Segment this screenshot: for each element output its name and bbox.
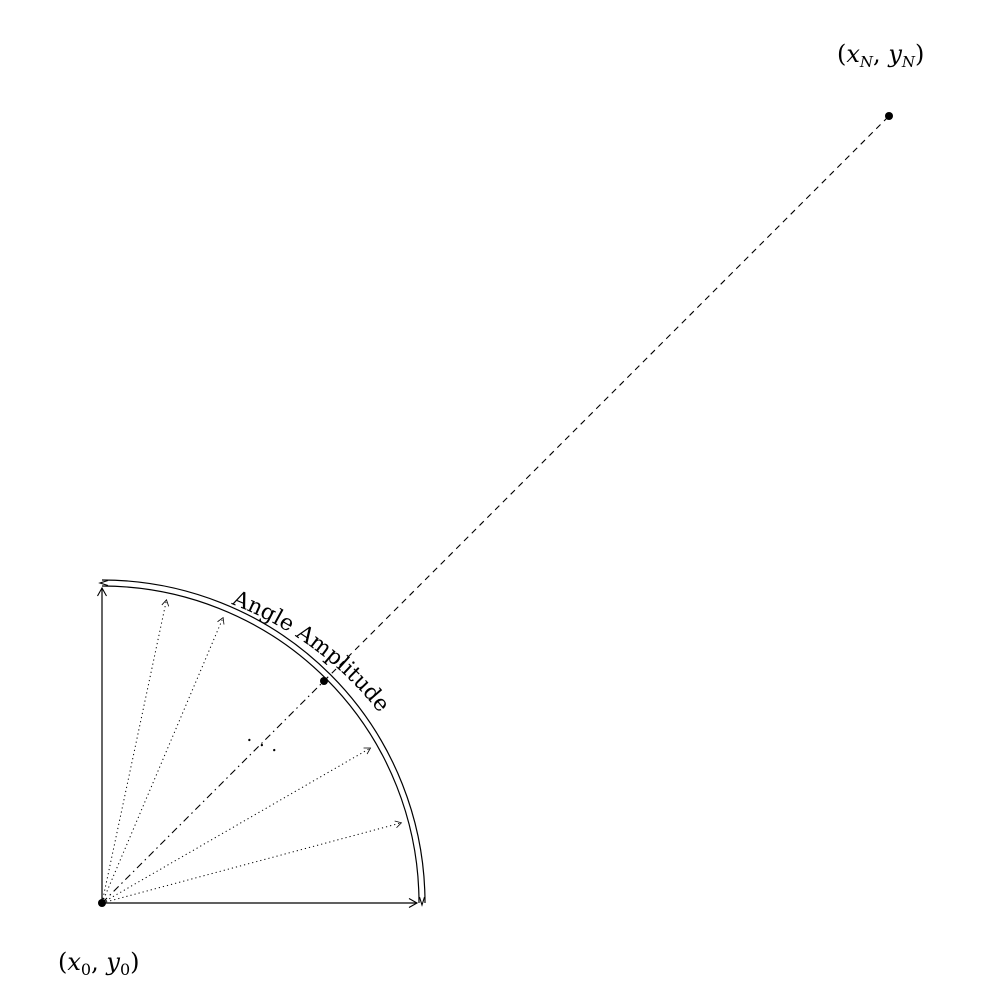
rays-ellipsis: . . . bbox=[244, 725, 283, 757]
dotted-rays bbox=[101, 599, 403, 904]
origin-point bbox=[98, 899, 106, 907]
dotted-ray-2 bbox=[101, 747, 372, 904]
angle-amplitude-label: Angle Amplitude bbox=[228, 586, 394, 717]
dash-dot-ray bbox=[101, 680, 325, 904]
arc-intersection-point bbox=[320, 677, 328, 685]
dotted-ray-1 bbox=[101, 820, 403, 904]
target-point bbox=[885, 112, 893, 120]
dotted-ray-3 bbox=[101, 616, 225, 904]
dotted-ray-4 bbox=[101, 599, 170, 904]
dashed-ray-to-target bbox=[323, 115, 890, 682]
target-label: (xN, yN) bbox=[837, 40, 924, 71]
origin-label: (x0, y0) bbox=[58, 948, 140, 979]
